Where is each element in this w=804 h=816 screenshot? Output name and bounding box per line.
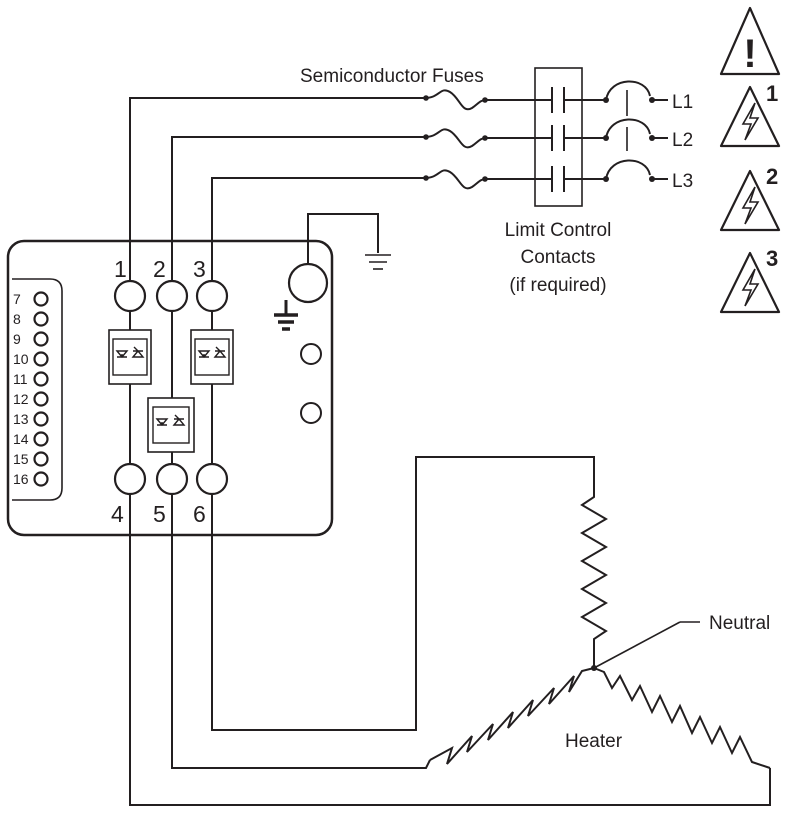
power-terminal-1 <box>113 279 147 313</box>
heater-element-top <box>580 485 608 668</box>
line-label-l3: L3 <box>672 171 693 192</box>
ground-wire <box>307 213 379 264</box>
control-terminal-label: 7 <box>13 291 21 307</box>
scr-module-1 <box>108 329 152 385</box>
fuse-terminal <box>423 175 429 181</box>
terminal-label: 1 <box>114 256 127 282</box>
control-terminal-screw <box>33 451 49 467</box>
heater-element-right <box>593 667 771 769</box>
mounting-screw <box>300 402 322 424</box>
control-terminal-block <box>12 278 63 501</box>
fuse-terminal <box>482 176 488 182</box>
line-label-l1: L1 <box>672 92 693 113</box>
controller-housing <box>6 239 334 537</box>
load-wire-5 <box>171 494 431 769</box>
power-terminal-2 <box>155 279 189 313</box>
terminal-label: 5 <box>153 501 166 527</box>
line-wire-1 <box>129 89 552 281</box>
terminal-label: 2 <box>153 256 166 282</box>
shock-hazard-icon-3: 3 <box>719 246 781 314</box>
power-terminal-5 <box>155 462 189 496</box>
shock-number: 2 <box>766 164 778 189</box>
shock-number: 3 <box>766 246 778 271</box>
mounting-screw <box>300 343 322 365</box>
load-wire-6 <box>211 456 595 731</box>
fuse-terminal <box>423 95 429 101</box>
neutral-label: Neutral <box>709 613 770 634</box>
heater-element-left <box>429 667 595 765</box>
terminal-label: 6 <box>193 501 206 527</box>
control-terminal-label: 9 <box>13 331 21 347</box>
control-terminal-label: 16 <box>13 471 29 487</box>
disconnect-switch <box>603 80 668 182</box>
control-terminal-screw <box>33 431 49 447</box>
load-wire-4 <box>129 494 771 806</box>
scr-module-2 <box>147 397 195 453</box>
control-terminal-screw <box>33 411 49 427</box>
ground-icon <box>274 300 298 331</box>
control-terminal-label: 11 <box>13 371 28 387</box>
control-terminal-screw <box>33 291 49 307</box>
shock-hazard-icon-2: 2 <box>719 164 781 232</box>
line-wire-3 <box>211 169 552 281</box>
control-terminal-label: 13 <box>13 411 29 427</box>
neutral-leader <box>593 621 681 669</box>
scr-module-3 <box>190 329 234 385</box>
control-terminal-label: 10 <box>13 351 29 367</box>
fuse-terminal <box>423 134 429 140</box>
shock-number: 1 <box>766 81 778 106</box>
control-terminals: 7 8 9 10 11 12 13 14 15 16 <box>13 291 49 487</box>
control-terminal-screw <box>33 351 49 367</box>
control-terminal-screw <box>33 311 49 327</box>
control-terminal-screw <box>33 391 49 407</box>
shock-hazard-icon-1: 1 <box>719 81 781 148</box>
control-terminal-label: 8 <box>13 311 21 327</box>
limit-label-line1: Limit Control <box>505 220 612 241</box>
limit-label-line2: Contacts <box>521 247 596 268</box>
control-terminal-screw <box>33 331 49 347</box>
control-terminal-label: 15 <box>13 451 29 467</box>
fuse-terminal <box>482 135 488 141</box>
heater-label: Heater <box>565 731 623 752</box>
fuses-label: Semiconductor Fuses <box>300 66 484 87</box>
caution-symbol: ! <box>743 32 756 76</box>
line-label-l2: L2 <box>672 130 693 151</box>
power-terminal-3 <box>195 279 229 313</box>
fuse-terminal <box>482 97 488 103</box>
control-terminal-label: 14 <box>13 431 29 447</box>
earth-ground-icon <box>365 254 391 270</box>
caution-icon: ! <box>719 6 781 76</box>
ground-terminal <box>287 262 329 304</box>
line-wire-2 <box>171 128 552 281</box>
power-terminal-6 <box>195 462 229 496</box>
terminal-label: 4 <box>111 501 124 527</box>
control-terminal-label: 12 <box>13 391 29 407</box>
limit-contacts <box>551 87 606 192</box>
control-terminal-screw <box>33 471 49 487</box>
control-terminal-screw <box>33 371 49 387</box>
power-terminal-4 <box>113 462 147 496</box>
terminal-label: 3 <box>193 256 206 282</box>
limit-label-line3: (if required) <box>509 275 606 296</box>
